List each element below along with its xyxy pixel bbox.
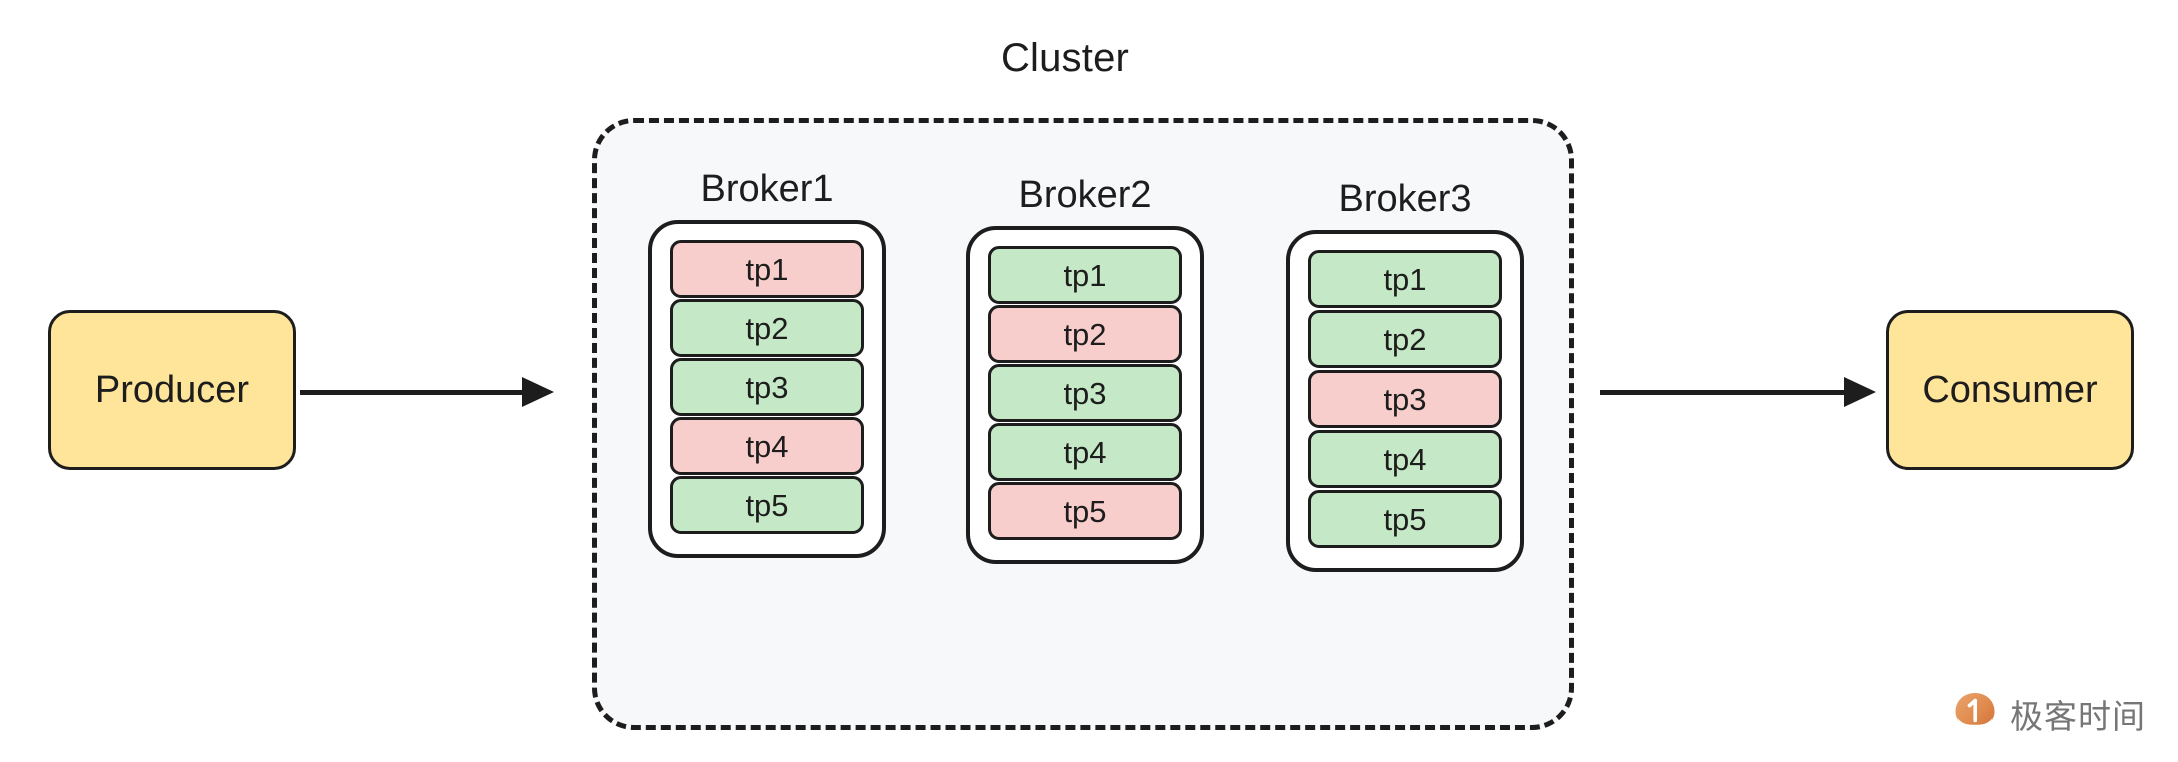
partition-box[interactable]: tp5 xyxy=(1308,490,1502,548)
consumer-label: Consumer xyxy=(1922,368,2098,411)
partition-box[interactable]: tp1 xyxy=(1308,250,1502,308)
partition-box[interactable]: tp3 xyxy=(988,364,1182,422)
broker-label-2: Broker2 xyxy=(1018,174,1152,216)
watermark: 极客时间 xyxy=(1952,690,2146,738)
watermark-text: 极客时间 xyxy=(2010,697,2146,736)
arrow-shaft xyxy=(300,390,526,395)
arrow-head-icon xyxy=(1844,377,1876,407)
geektime-pin-icon xyxy=(1952,691,1998,737)
partition-box[interactable]: tp2 xyxy=(988,305,1182,363)
partition-box[interactable]: tp1 xyxy=(988,246,1182,304)
partition-box[interactable]: tp2 xyxy=(670,299,864,357)
broker-body-3: tp1 tp2 tp3 tp4 tp5 xyxy=(1286,230,1524,572)
broker-label-1: Broker1 xyxy=(700,168,834,210)
broker-body-1: tp1 tp2 tp3 tp4 tp5 xyxy=(648,220,886,558)
broker-body-2: tp1 tp2 tp3 tp4 tp5 xyxy=(966,226,1204,564)
cluster-title: Cluster xyxy=(0,36,2178,81)
consumer-node[interactable]: Consumer xyxy=(1886,310,2134,470)
partition-box[interactable]: tp2 xyxy=(1308,310,1502,368)
partition-box[interactable]: tp4 xyxy=(1308,430,1502,488)
broker-label-3: Broker3 xyxy=(1338,178,1472,220)
partition-box[interactable]: tp5 xyxy=(670,476,864,534)
arrow-head-icon xyxy=(522,377,554,407)
arrow-shaft xyxy=(1600,390,1848,395)
partition-box[interactable]: tp4 xyxy=(670,417,864,475)
partition-box[interactable]: tp4 xyxy=(988,423,1182,481)
producer-node[interactable]: Producer xyxy=(48,310,296,470)
partition-box[interactable]: tp3 xyxy=(670,358,864,416)
partition-box[interactable]: tp5 xyxy=(988,482,1182,540)
partition-box[interactable]: tp1 xyxy=(670,240,864,298)
cluster-title-text: Cluster xyxy=(1000,36,1130,80)
producer-label: Producer xyxy=(94,368,250,411)
partition-box[interactable]: tp3 xyxy=(1308,370,1502,428)
